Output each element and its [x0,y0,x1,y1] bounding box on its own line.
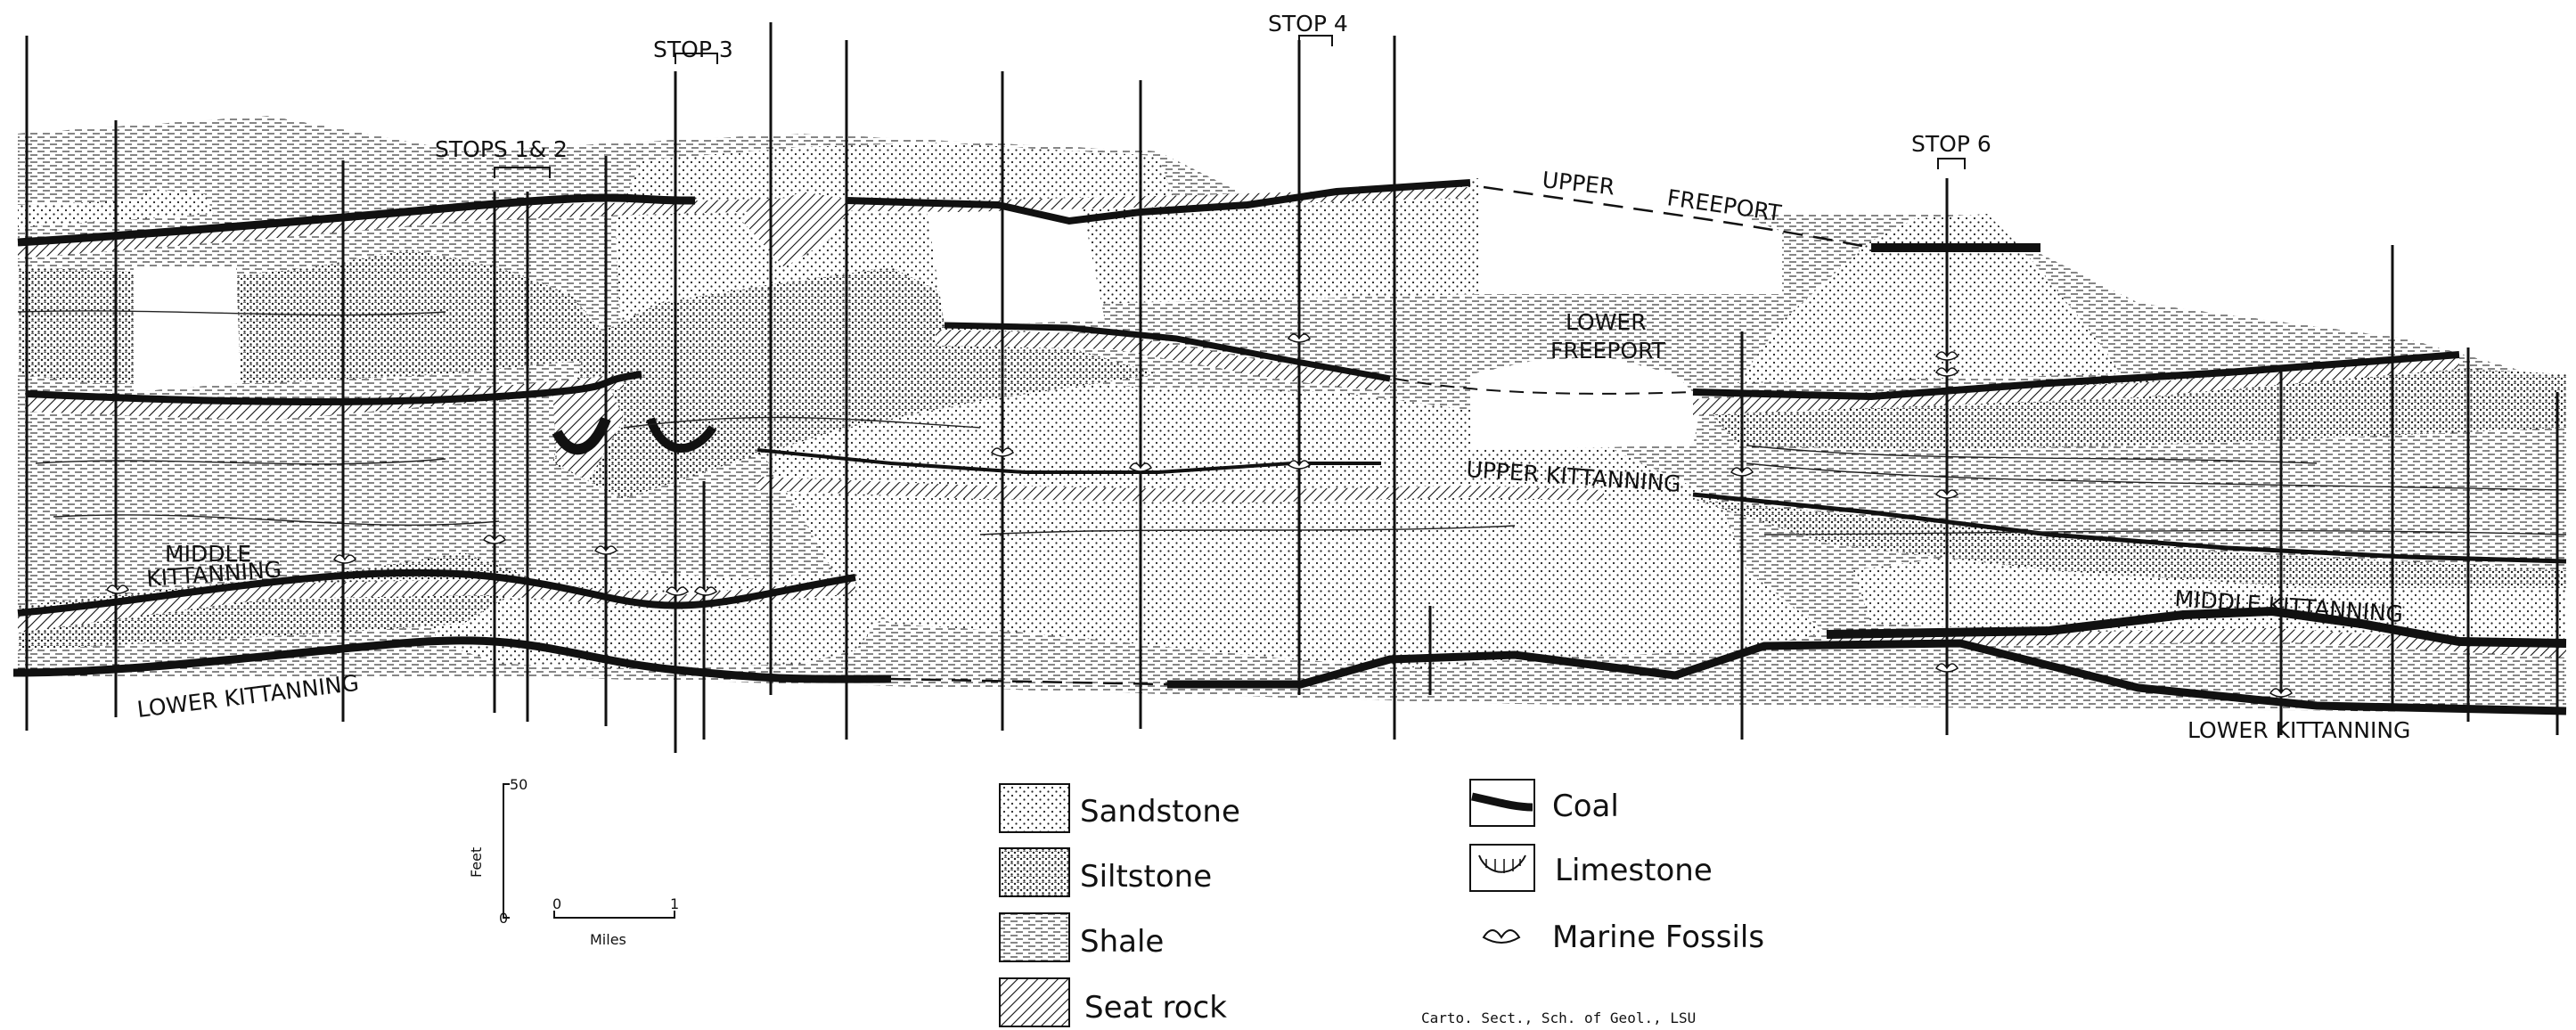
label-stop-3: STOP 3 [653,37,733,62]
label-stop-6: STOP 6 [1911,131,1991,157]
legend-label-limestone: Limestone [1555,853,1713,888]
legend: Sandstone Siltstone Shale Seat rock Coal… [1000,780,1764,1026]
stratigraphic-cross-section [13,22,2566,753]
legend-swatch-coal [1470,780,1534,826]
legend-label-seat-rock: Seat rock [1084,990,1227,1026]
legend-label-shale: Shale [1080,924,1164,960]
label-stop-4: STOP 4 [1268,11,1348,37]
legend-label-siltstone: Siltstone [1080,859,1212,895]
vertical-scale-unit: Feet [468,847,485,878]
legend-swatch-marine-fossils [1484,930,1519,943]
legend-label-sandstone: Sandstone [1080,794,1240,830]
label-lower-kittanning-left: LOWER KITTANNING [135,670,360,723]
scale-bar: 50 0 Feet 0 1 Miles [468,776,679,948]
legend-swatch-sandstone [1000,784,1069,832]
label-lower-freeport-2: FREEPORT [1550,338,1666,364]
label-lower-kittanning-right: LOWER KITTANNING [2188,717,2410,743]
horizontal-scale-unit: Miles [590,931,626,948]
cartography-credit: Carto. Sect., Sch. of Geol., LSU [1421,1010,1696,1026]
vertical-scale-min: 0 [499,910,508,927]
legend-swatch-shale [1000,913,1069,961]
legend-swatch-seat-rock [1000,978,1069,1026]
label-stops-1-2: STOPS 1& 2 [435,136,568,162]
vertical-scale-max: 50 [510,776,527,793]
legend-swatch-limestone [1470,845,1534,891]
blank-area-left [134,267,241,392]
blank-area-center [927,209,1105,325]
legend-label-coal: Coal [1552,789,1619,824]
horizontal-scale-min: 0 [552,895,561,912]
horizontal-scale-line [554,911,675,918]
label-lower-freeport-1: LOWER [1566,309,1647,335]
vertical-scale-line [503,784,510,918]
legend-swatch-siltstone [1000,848,1069,896]
legend-label-marine-fossils: Marine Fossils [1552,920,1764,955]
horizontal-scale-max: 1 [670,895,679,912]
